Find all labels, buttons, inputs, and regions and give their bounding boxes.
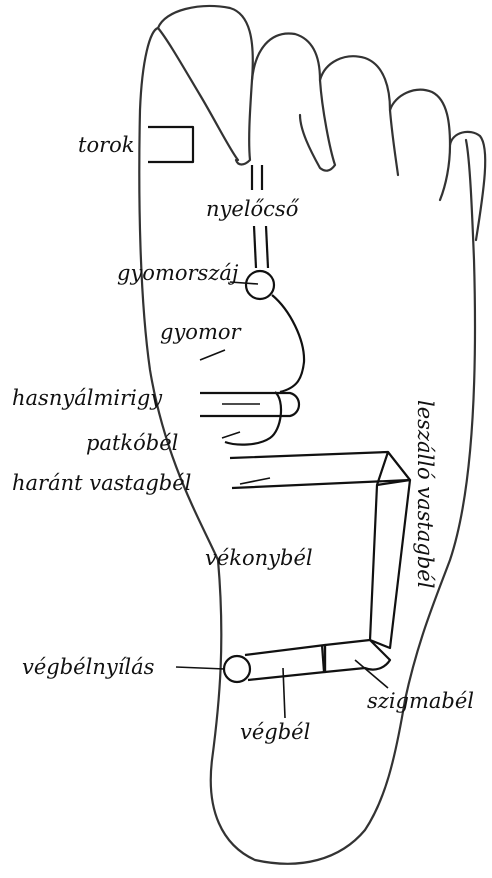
- label-nyelocso: nyelőcső: [206, 197, 300, 221]
- label-vekonybel: vékonybél: [205, 546, 313, 570]
- label-hasnyalmirigy: hasnyálmirigy: [12, 386, 163, 410]
- labels: torok nyelőcső gyomorszáj gyomor hasnyál…: [12, 133, 474, 744]
- toe-4-outline: [390, 90, 450, 200]
- szigmabel-leader: [355, 660, 388, 688]
- label-patkobel: patkóbél: [86, 431, 178, 455]
- gyomorszaj-zone: [246, 271, 274, 299]
- patkobel-leader: [222, 432, 240, 438]
- vegbel-zone: [245, 645, 325, 680]
- vegbelnyilas-zone: [224, 656, 250, 682]
- gyomor-leader: [200, 350, 225, 360]
- toe-2-outline: [252, 33, 335, 170]
- nyelocso-lower-left: [254, 226, 256, 268]
- label-gyomorszaj: gyomorszáj: [117, 261, 239, 285]
- label-vegbel: végbél: [240, 720, 310, 744]
- label-szigmabel: szigmabél: [367, 689, 474, 713]
- label-leszallo-vastagbel: leszálló vastagbél: [413, 400, 437, 588]
- vegbelnyilas-leader: [176, 667, 225, 669]
- label-vegbelnyilas: végbélnyílás: [22, 655, 155, 679]
- nyelocso-lower-right: [266, 226, 268, 268]
- toe-1-outline: [158, 6, 253, 164]
- gyomor-zone: [272, 295, 304, 392]
- szigmabel-inner-edge: [322, 645, 324, 672]
- leader-lines: [176, 282, 388, 718]
- label-harant-vastagbel: haránt vastagbél: [12, 471, 191, 495]
- harant-leader: [240, 478, 270, 484]
- label-torok: torok: [78, 133, 135, 157]
- torok-zone: [148, 127, 193, 162]
- label-gyomor: gyomor: [160, 320, 243, 344]
- patkobel-zone: [225, 392, 281, 445]
